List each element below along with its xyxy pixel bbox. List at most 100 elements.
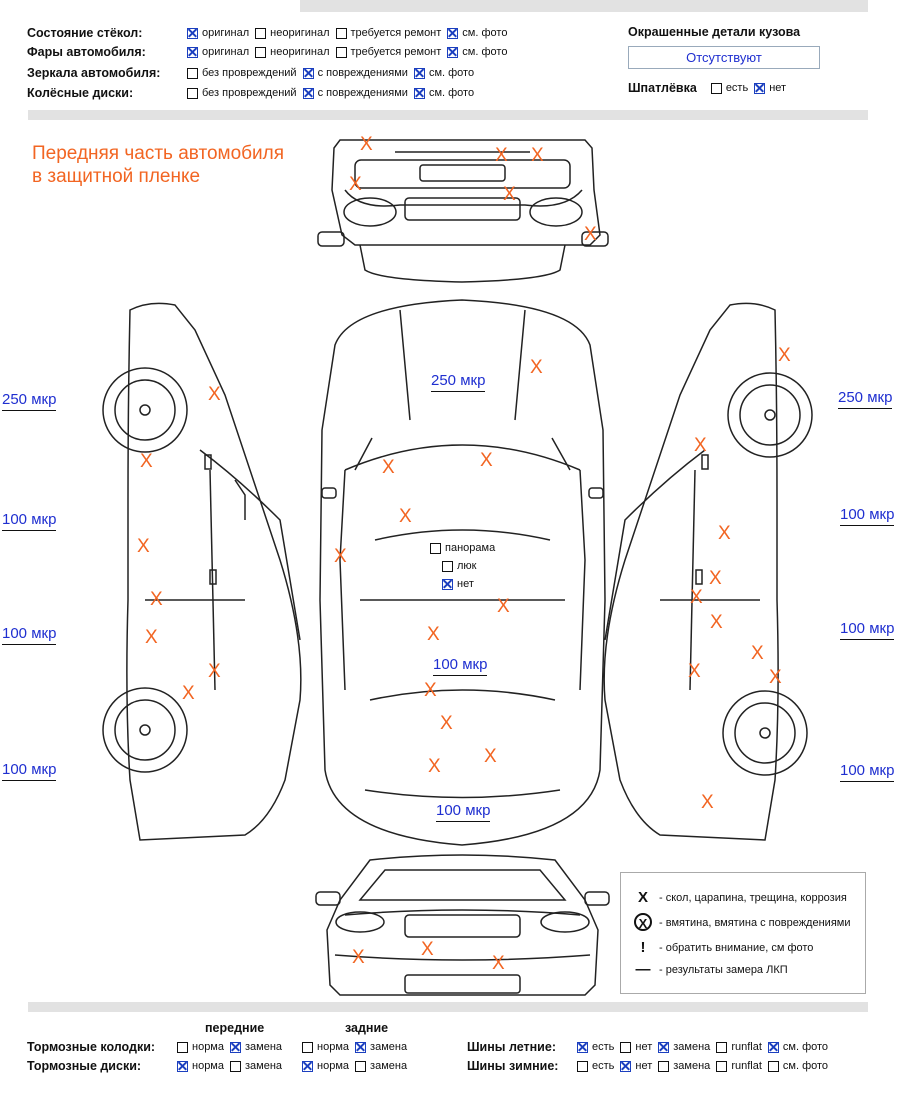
measure-left-1: 250 мкр — [2, 391, 57, 411]
headlights-nonoriginal-option[interactable]: неоригинал — [255, 46, 330, 58]
damage-mark: X — [503, 184, 516, 205]
damage-mark: X — [495, 145, 508, 166]
car-right-side-view — [603, 302, 813, 841]
checkbox[interactable] — [230, 1041, 241, 1053]
car-top-view — [319, 299, 606, 846]
checkbox[interactable] — [187, 27, 198, 39]
checkbox[interactable] — [187, 87, 198, 99]
damage-mark: X — [710, 612, 723, 633]
checkbox[interactable] — [177, 1041, 188, 1053]
legend-row-measure: — - результаты замера ЛКП — [631, 961, 788, 978]
checkbox[interactable] — [302, 87, 314, 99]
checkbox[interactable] — [255, 46, 267, 58]
car-left-side-view — [102, 302, 302, 841]
headlights-original-option[interactable]: оригинал — [187, 46, 249, 58]
damage-mark: X — [421, 939, 434, 960]
damage-mark: X — [145, 627, 158, 648]
brake-pads-label: Тормозные колодки: — [27, 1040, 156, 1054]
brakes-rear-header: задние — [345, 1021, 389, 1035]
checkbox[interactable] — [658, 1041, 670, 1053]
glass-repair-option[interactable]: требуется ремонт — [335, 27, 441, 39]
checkbox[interactable] — [187, 67, 198, 79]
headlights-repair-option[interactable]: требуется ремонт — [335, 46, 441, 58]
checkbox[interactable] — [716, 1041, 728, 1053]
checkbox[interactable] — [177, 1060, 188, 1072]
checkbox[interactable] — [754, 82, 766, 94]
glass-nonoriginal-option[interactable]: неоригинал — [255, 27, 330, 39]
mirrors-damage-option[interactable]: с повреждениями — [302, 67, 408, 79]
checkbox[interactable] — [710, 82, 722, 94]
damage-mark: X — [352, 947, 365, 968]
checkbox[interactable] — [447, 46, 459, 58]
checkbox[interactable] — [620, 1060, 632, 1072]
measure-left-2: 100 мкр — [2, 511, 57, 531]
roof-none-option[interactable]: нет — [442, 578, 480, 590]
wheels-photo-option[interactable]: см. фото — [413, 87, 474, 99]
wheels-nodamage-option[interactable]: без провреждений — [187, 87, 297, 99]
damage-mark: X — [688, 661, 701, 682]
putty-no-option[interactable]: нет — [754, 82, 786, 94]
checkbox[interactable] — [430, 542, 441, 554]
dash-icon: — — [635, 961, 651, 978]
damage-mark: X — [718, 523, 731, 544]
measure-hood: 250 мкр — [431, 372, 486, 392]
checkbox[interactable] — [355, 1060, 367, 1072]
damage-mark: X — [440, 713, 453, 734]
mirrors-label: Зеркала автомобиля: — [27, 66, 161, 80]
checkbox[interactable] — [255, 27, 267, 39]
checkbox[interactable] — [413, 87, 425, 99]
winter-tires-row: Шины зимние: есть нет замена runflat см.… — [467, 1059, 829, 1073]
checkbox[interactable] — [413, 67, 425, 79]
damage-mark: X — [701, 792, 714, 813]
damage-mark: X — [382, 457, 395, 478]
checkbox[interactable] — [302, 67, 314, 79]
checkbox[interactable] — [335, 46, 347, 58]
wheels-damage-option[interactable]: с повреждениями — [302, 87, 408, 99]
brake-pads-row: Тормозные колодки: норма замена норма за… — [27, 1040, 408, 1054]
headlights-label: Фары автомобиля: — [27, 45, 146, 59]
damage-mark: X — [484, 746, 497, 767]
x-mark-icon: X — [637, 889, 648, 906]
roof-panorama-option[interactable]: панорама — [430, 542, 501, 554]
damage-mark: X — [584, 224, 597, 245]
damage-mark: X — [334, 546, 347, 567]
damage-mark: X — [208, 384, 221, 405]
roof-hatch-option[interactable]: люк — [442, 560, 482, 572]
checkbox[interactable] — [442, 578, 453, 590]
checkbox[interactable] — [302, 1060, 314, 1072]
checkbox[interactable] — [577, 1041, 588, 1053]
checkbox[interactable] — [302, 1041, 314, 1053]
damage-mark: X — [424, 680, 437, 701]
checkbox[interactable] — [442, 560, 453, 572]
checkbox[interactable] — [335, 27, 347, 39]
glass-label: Состояние стёкол: — [27, 26, 143, 40]
checkbox[interactable] — [658, 1060, 670, 1072]
checkbox[interactable] — [187, 46, 198, 58]
mirrors-nodamage-option[interactable]: без провреждений — [187, 67, 297, 79]
measure-right-3: 100 мкр — [840, 620, 895, 640]
glass-photo-option[interactable]: см. фото — [447, 27, 507, 39]
putty-yes-option[interactable]: есть — [710, 82, 748, 94]
painted-value-field[interactable]: Отсутствуют — [628, 46, 820, 69]
measure-roof: 100 мкр — [433, 656, 488, 676]
damage-mark: X — [690, 587, 703, 608]
checkbox[interactable] — [767, 1041, 779, 1053]
checkbox[interactable] — [447, 27, 459, 39]
checkbox[interactable] — [577, 1060, 588, 1072]
measure-right-4: 100 мкр — [840, 762, 895, 782]
glass-original-option[interactable]: оригинал — [187, 27, 249, 39]
checkbox[interactable] — [767, 1060, 779, 1072]
checkbox[interactable] — [620, 1041, 632, 1053]
checkbox[interactable] — [230, 1060, 241, 1072]
mirrors-photo-option[interactable]: см. фото — [413, 67, 474, 79]
checkbox[interactable] — [716, 1060, 728, 1072]
checkbox[interactable] — [355, 1041, 367, 1053]
headlights-photo-option[interactable]: см. фото — [447, 46, 507, 58]
measure-trunk: 100 мкр — [436, 802, 491, 822]
damage-mark: X — [492, 953, 505, 974]
divider-bottom — [28, 1002, 868, 1012]
brake-discs-row: Тормозные диски: норма замена норма заме… — [27, 1059, 408, 1073]
glass-row: Состояние стёкол: оригинал неоригинал тр… — [27, 26, 513, 40]
damage-mark: X — [751, 643, 764, 664]
